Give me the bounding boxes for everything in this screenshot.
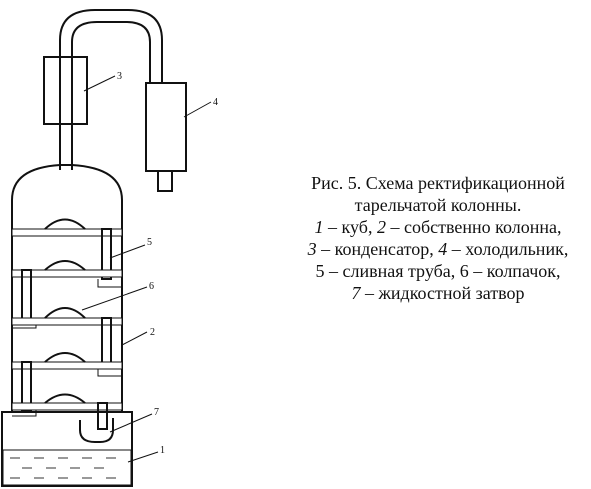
- legend-num-3: 3: [307, 239, 317, 259]
- label-4: 4: [213, 97, 218, 108]
- label-1: 1: [160, 445, 165, 456]
- still-liquid-dashes: [10, 457, 116, 479]
- still-cube: [1, 411, 133, 487]
- tray-3: [11, 307, 123, 377]
- legend-num-2: 2: [376, 217, 386, 237]
- legend-num-7: 7: [351, 283, 361, 303]
- leader-6: [81, 286, 148, 311]
- legend-text-3: конденсатор,: [334, 239, 434, 259]
- caption-title-line1: Рис. 5. Схема ректификационной: [311, 173, 565, 193]
- caption-title-line2: тарельчатой колонны.: [354, 195, 522, 215]
- legend-num-1: 1: [314, 217, 324, 237]
- label-3: 3: [117, 71, 122, 82]
- cooler-outlet: [157, 170, 173, 192]
- legend-text-2: собственно колонна,: [403, 217, 562, 237]
- caption-legend-line1: 1 – куб, 2 – собственно колонна,: [314, 217, 562, 237]
- caption-legend-line2: 3 – конденсатор, 4 – холодильник,: [307, 239, 569, 259]
- caption-legend-line3: 5 – сливная труба, 6 – колпачок,: [315, 261, 561, 281]
- legend-text-5: сливная труба,: [342, 261, 456, 281]
- tray-1: [11, 218, 123, 288]
- leader-3: [83, 75, 116, 92]
- legend-num-5: 5: [315, 261, 325, 281]
- legend-num-6: 6: [459, 261, 469, 281]
- tray-4: [11, 352, 123, 417]
- vapor-pipe-inner: [71, 21, 151, 170]
- legend-text-1: куб,: [341, 217, 373, 237]
- legend-text-4: холодильник,: [465, 239, 569, 259]
- legend-num-4: 4: [438, 239, 448, 259]
- column-dome: [11, 164, 123, 201]
- leader-2: [121, 331, 148, 346]
- condenser: [43, 56, 88, 125]
- caption-legend-line4: 7 – жидкостной затвор: [351, 283, 525, 303]
- leader-1: [127, 451, 159, 463]
- leader-4: [183, 101, 212, 118]
- vapor-pipe: [59, 9, 163, 170]
- cooler: [145, 82, 187, 172]
- label-2: 2: [150, 327, 155, 338]
- leader-5: [109, 244, 146, 259]
- tray-5: [11, 393, 123, 430]
- label-7: 7: [154, 407, 159, 418]
- figure-caption: Рис. 5. Схема ректификационной тарельчат…: [288, 172, 588, 304]
- liquid-seal: [79, 418, 114, 443]
- legend-text-6: колпачок,: [486, 261, 561, 281]
- leader-7: [109, 413, 153, 433]
- legend-text-7: жидкостной затвор: [378, 283, 525, 303]
- label-6: 6: [149, 281, 154, 292]
- label-5: 5: [147, 237, 152, 248]
